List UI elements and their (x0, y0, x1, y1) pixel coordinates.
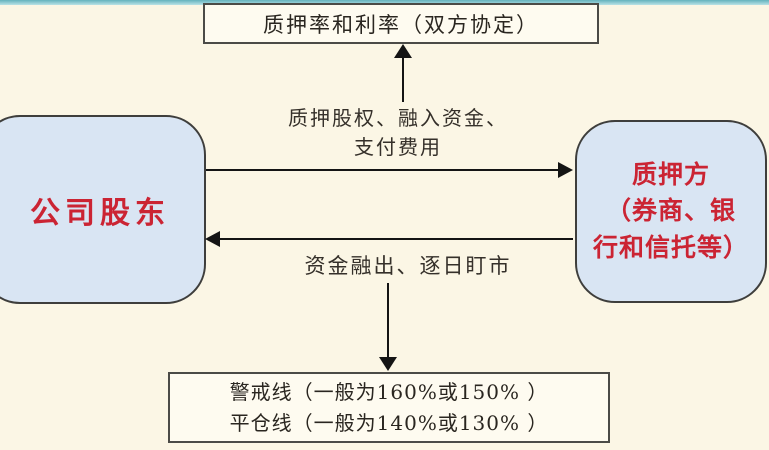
arrow-up-line (402, 57, 404, 102)
arrow-label-pledge: 质押股权、融入资金、 支付费用 (248, 104, 548, 162)
arrow-left-icon (205, 231, 220, 247)
arrow-right-line (206, 169, 560, 171)
node-pledgee: 质押方 （券商、银 行和信托等） (575, 120, 767, 303)
node-warning-line2: 平仓线（一般为140%或130% ） (229, 410, 549, 435)
node-company-shareholder: 公司股东 (0, 115, 206, 304)
node-pledgee-line3: 行和信托等） (592, 232, 749, 262)
arrow-up-icon (394, 44, 412, 58)
arrow-label-pledge-line1: 质押股权、融入资金、 (288, 106, 508, 130)
node-warning-lines: 警戒线（一般为160%或150% ） 平仓线（一般为140%或130% ） (168, 372, 610, 443)
arrow-label-fund-out-text: 资金融出、逐日盯市 (304, 254, 512, 278)
arrow-label-pledge-line2: 支付费用 (354, 135, 442, 159)
node-pledgee-line1: 质押方 (631, 160, 710, 190)
node-company-shareholder-label: 公司股东 (30, 195, 170, 231)
node-warning-line1: 警戒线（一般为160%或150% ） (229, 379, 549, 404)
top-teal-strip (0, 0, 769, 5)
node-pledgee-line2: （券商、银 (605, 196, 736, 226)
arrow-label-fund-out: 资金融出、逐日盯市 (248, 250, 568, 280)
arrow-right-icon (558, 162, 573, 178)
node-pledge-rate: 质押率和利率（双方协定） (203, 3, 599, 44)
arrow-left-line (220, 238, 573, 240)
arrow-down-icon (379, 357, 397, 371)
arrow-down-line (387, 283, 389, 359)
node-pledge-rate-label: 质押率和利率（双方协定） (263, 12, 539, 37)
